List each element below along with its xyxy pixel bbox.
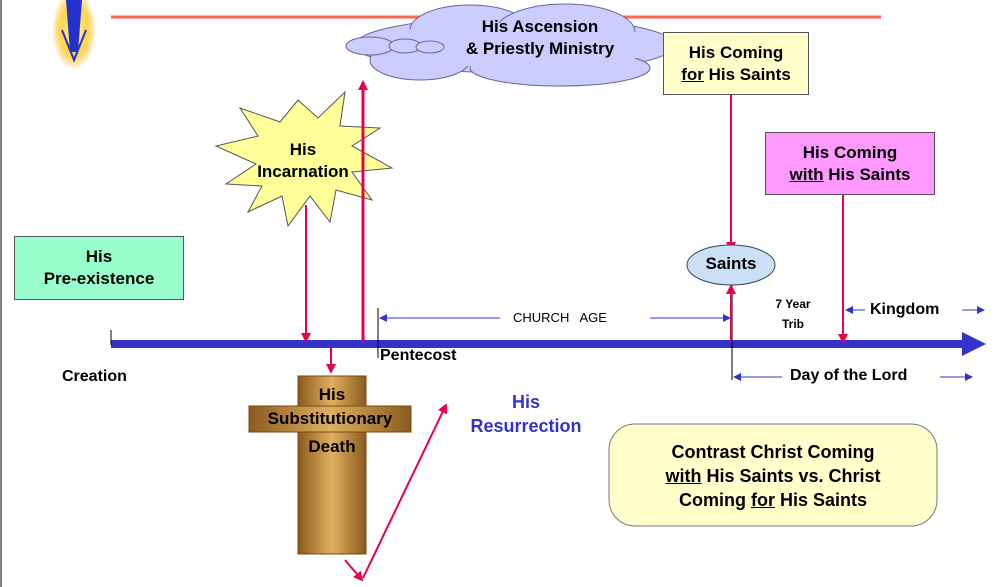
church-age-label: CHURCH AGE [513, 310, 607, 325]
contrast-line3-rest: His Saints [780, 490, 868, 510]
resurrection-line1: His [511, 392, 540, 412]
coming-for-line2: for His Saints [681, 64, 791, 86]
seven-year-trib-label: 7 Year Trib [770, 294, 816, 334]
ascension-cloud [345, 3, 676, 87]
timeline-arrowhead [962, 332, 986, 356]
descent-arrow [344, 559, 364, 582]
incarnation-label: His Incarnation [250, 136, 356, 186]
coming-for-emphasis: for [681, 64, 704, 84]
contrast-box [608, 423, 938, 527]
coming-for-rest: His Saints [708, 64, 791, 84]
preexistence-box: His Pre-existence [14, 236, 184, 300]
cross-substitutionary-label: Substitutionary [267, 409, 393, 428]
cross-his-label: His [318, 385, 346, 404]
coming-for-box: His Coming for His Saints [663, 32, 809, 95]
incarnation-line1: His [289, 140, 317, 159]
incarnation-line2: Incarnation [257, 162, 349, 181]
saints-label: Saints [705, 254, 757, 273]
contrast-line2: with His Saints vs. Christ [612, 464, 934, 488]
coming-with-box: His Coming with His Saints [765, 132, 935, 195]
ascension-line1: His Ascension [481, 17, 599, 36]
day-of-lord-label: Day of the Lord [790, 367, 908, 384]
contrast-line1: Contrast Christ Coming [671, 442, 875, 462]
coming-with-emphasis: with [789, 164, 824, 184]
contrast-line3: Coming for His Saints [612, 488, 934, 512]
contrast-line3-start: Coming [678, 490, 746, 510]
resurrection-label: His Resurrection [456, 390, 596, 438]
coming-with-rest: His Saints [828, 164, 911, 184]
coming-for-line1: His Coming [688, 42, 784, 62]
star-light-icon [52, 0, 96, 70]
preexistence-line1: His [85, 247, 113, 266]
kingdom-label: Kingdom [870, 301, 940, 318]
resurrection-arrow [362, 403, 448, 579]
preexistence-line2: Pre-existence [43, 269, 155, 288]
seven-year-line1: 7 Year [775, 297, 811, 311]
contrast-text: Contrast Christ Coming with His Saints v… [612, 440, 934, 512]
coming-with-line2: with His Saints [790, 164, 911, 186]
incarnation-burst [214, 90, 394, 228]
cross-death-label: Death [308, 437, 356, 456]
resurrection-line2: Resurrection [470, 416, 582, 436]
saints-bubble [686, 244, 776, 286]
ascension-label: His Ascension & Priestly Ministry [440, 14, 640, 62]
contrast-line2-rest: His Saints vs. Christ [706, 466, 881, 486]
contrast-with-emphasis: with [665, 466, 702, 486]
coming-with-line1: His Coming [802, 142, 898, 162]
pentecost-label: Pentecost [380, 347, 457, 364]
seven-year-line2: Trib [781, 317, 804, 331]
cross-shape [248, 375, 412, 555]
ascension-line2: & Priestly Ministry [465, 39, 615, 58]
contrast-for-emphasis: for [750, 490, 775, 510]
creation-label: Creation [62, 368, 127, 385]
